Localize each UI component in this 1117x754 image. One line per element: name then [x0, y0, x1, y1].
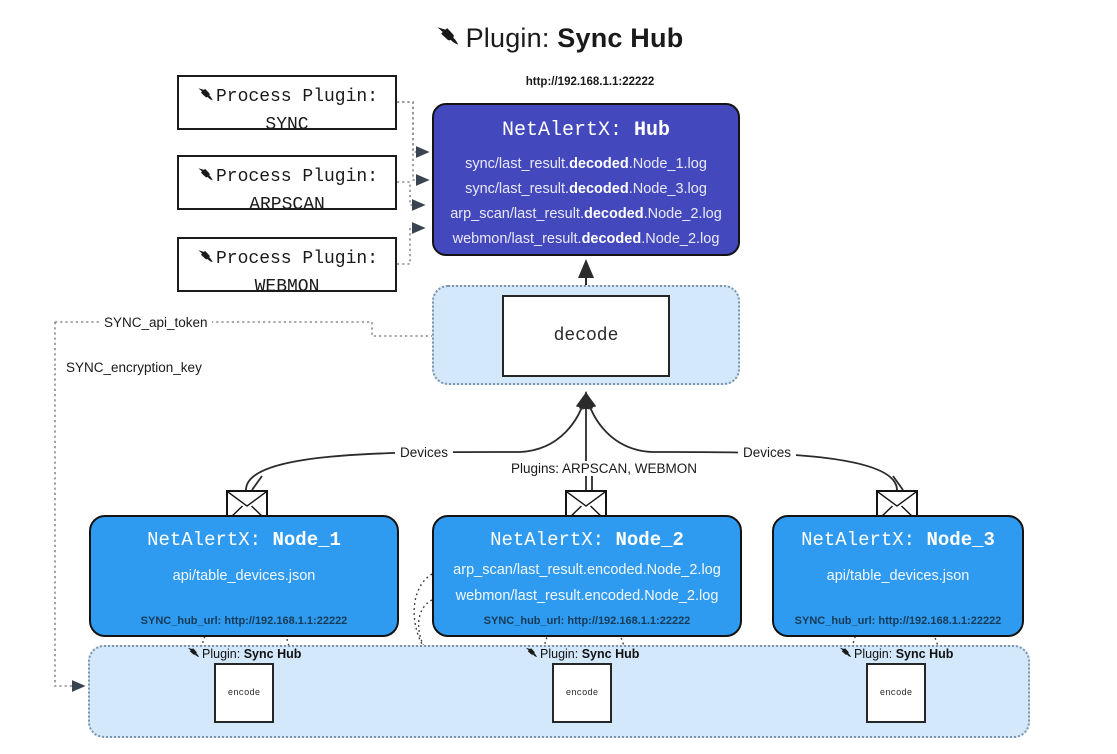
encoder-caption-name: Sync Hub	[243, 647, 302, 661]
log-pre: webmon/last_result.	[452, 231, 582, 247]
encoder-caption-prefix: Plugin:	[854, 647, 893, 661]
plug-icon	[524, 646, 538, 663]
process-plugin-line1-row: Process Plugin:	[179, 247, 395, 275]
hub-log-item: webmon/last_result.decoded.Node_2.log	[434, 227, 738, 252]
node-title: NetAlertX: Node_3	[774, 529, 1022, 551]
log-em: decoded	[569, 181, 629, 197]
node-title-prefix: NetAlertX:	[801, 529, 916, 551]
node-2[interactable]: NetAlertX: Node_2 arp_scan/last_result.e…	[432, 515, 742, 637]
encode-box-1[interactable]: encode	[214, 663, 274, 723]
decode-box[interactable]: decode	[502, 295, 670, 377]
hub-log-item: sync/last_result.decoded.Node_3.log	[434, 177, 738, 202]
node-title: NetAlertX: Node_1	[91, 529, 397, 551]
node-hub-url: SYNC_hub_url: http://192.168.1.1:22222	[483, 615, 691, 627]
node-hub-url: SYNC_hub_url: http://192.168.1.1:22222	[140, 615, 348, 627]
node-3[interactable]: NetAlertX: Node_3 api/table_devices.json…	[772, 515, 1024, 637]
node-title: NetAlertX: Node_2	[434, 529, 740, 551]
edge-label-devices-right: Devices	[738, 445, 797, 460]
page-title: Plugin: Sync Hub	[0, 18, 1117, 61]
process-plugin-label: Process Plugin:	[215, 249, 379, 269]
process-plugin-line1-row: Process Plugin:	[179, 85, 395, 113]
plug-icon	[838, 646, 852, 663]
node-title-name: Node_2	[615, 529, 684, 551]
encoder-caption-name: Sync Hub	[581, 647, 640, 661]
sync-encryption-key-label: SYNC_encryption_key	[62, 360, 206, 375]
edge-label-plugins-center: Plugins: ARPSCAN, WEBMON	[506, 461, 703, 476]
edge-label-devices-left: Devices	[395, 445, 454, 460]
encoder-caption-1: Plugin: Sync Hub	[186, 646, 301, 663]
node-title-prefix: NetAlertX:	[147, 529, 262, 551]
node-path-line: arp_scan/last_result.encoded.Node_2.log	[453, 562, 721, 578]
encoder-caption-prefix: Plugin:	[202, 647, 241, 661]
node-title-name: Node_3	[926, 529, 995, 551]
hub-log-item: arp_scan/last_result.decoded.Node_2.log	[434, 202, 738, 227]
encode-box-2[interactable]: encode	[552, 663, 612, 723]
node-title-name: Node_1	[272, 529, 341, 551]
hub-log-list: sync/last_result.decoded.Node_1.log sync…	[434, 152, 738, 252]
encoder-caption-2: Plugin: Sync Hub	[524, 646, 639, 663]
node-hub-url: SYNC_hub_url: http://192.168.1.1:22222	[794, 615, 1002, 627]
node-path-line: api/table_devices.json	[826, 568, 970, 584]
plug-icon	[186, 646, 200, 663]
log-em: decoded	[581, 231, 642, 247]
process-plugin-sync[interactable]: Process Plugin: SYNC	[177, 75, 397, 135]
hub-log-item: sync/last_result.decoded.Node_1.log	[434, 152, 738, 177]
sync-api-token-label: SYNC_api_token	[100, 315, 212, 330]
hub-title: NetAlertX: Hub	[434, 119, 738, 142]
process-plugin-name: WEBMON	[254, 277, 320, 297]
process-plugin-webmon[interactable]: Process Plugin: WEBMON	[177, 237, 397, 297]
log-post: .Node_2.log	[641, 231, 720, 247]
encode-box-3[interactable]: encode	[866, 663, 926, 723]
node-title-prefix: NetAlertX:	[490, 529, 605, 551]
process-plugin-line1-row: Process Plugin:	[179, 165, 395, 193]
process-plugin-name: SYNC	[265, 115, 309, 135]
process-plugin-label: Process Plugin:	[215, 87, 379, 107]
process-plugin-name: ARPSCAN	[249, 195, 325, 215]
log-pre: arp_scan/last_result.	[450, 206, 584, 222]
plug-icon	[196, 86, 214, 113]
node-1[interactable]: NetAlertX: Node_1 api/table_devices.json…	[89, 515, 399, 637]
hub-node[interactable]: NetAlertX: Hub sync/last_result.decoded.…	[432, 103, 740, 256]
log-post: .Node_3.log	[628, 181, 707, 197]
process-plugin-arpscan[interactable]: Process Plugin: ARPSCAN	[177, 155, 397, 215]
log-em: decoded	[569, 156, 629, 172]
log-pre: sync/last_result.	[465, 181, 570, 197]
hub-url-label: http://192.168.1.1:22222	[525, 76, 655, 88]
encoder-caption-3: Plugin: Sync Hub	[838, 646, 953, 663]
title-name: Sync Hub	[557, 23, 684, 53]
encoder-caption-prefix: Plugin:	[540, 647, 579, 661]
log-em: decoded	[583, 206, 644, 222]
title-prefix: Plugin:	[465, 23, 550, 53]
plug-icon	[196, 166, 214, 193]
log-pre: sync/last_result.	[465, 156, 570, 172]
hub-title-prefix: NetAlertX:	[501, 119, 622, 142]
hub-title-name: Hub	[634, 119, 671, 142]
log-post: .Node_2.log	[643, 206, 722, 222]
process-plugin-label: Process Plugin:	[215, 167, 379, 187]
node-path-line: api/table_devices.json	[172, 568, 316, 584]
node-path-line: webmon/last_result.encoded.Node_2.log	[455, 588, 719, 604]
plug-icon	[434, 21, 460, 61]
plug-icon	[196, 248, 214, 275]
log-post: .Node_1.log	[628, 156, 707, 172]
encoder-caption-name: Sync Hub	[895, 647, 954, 661]
